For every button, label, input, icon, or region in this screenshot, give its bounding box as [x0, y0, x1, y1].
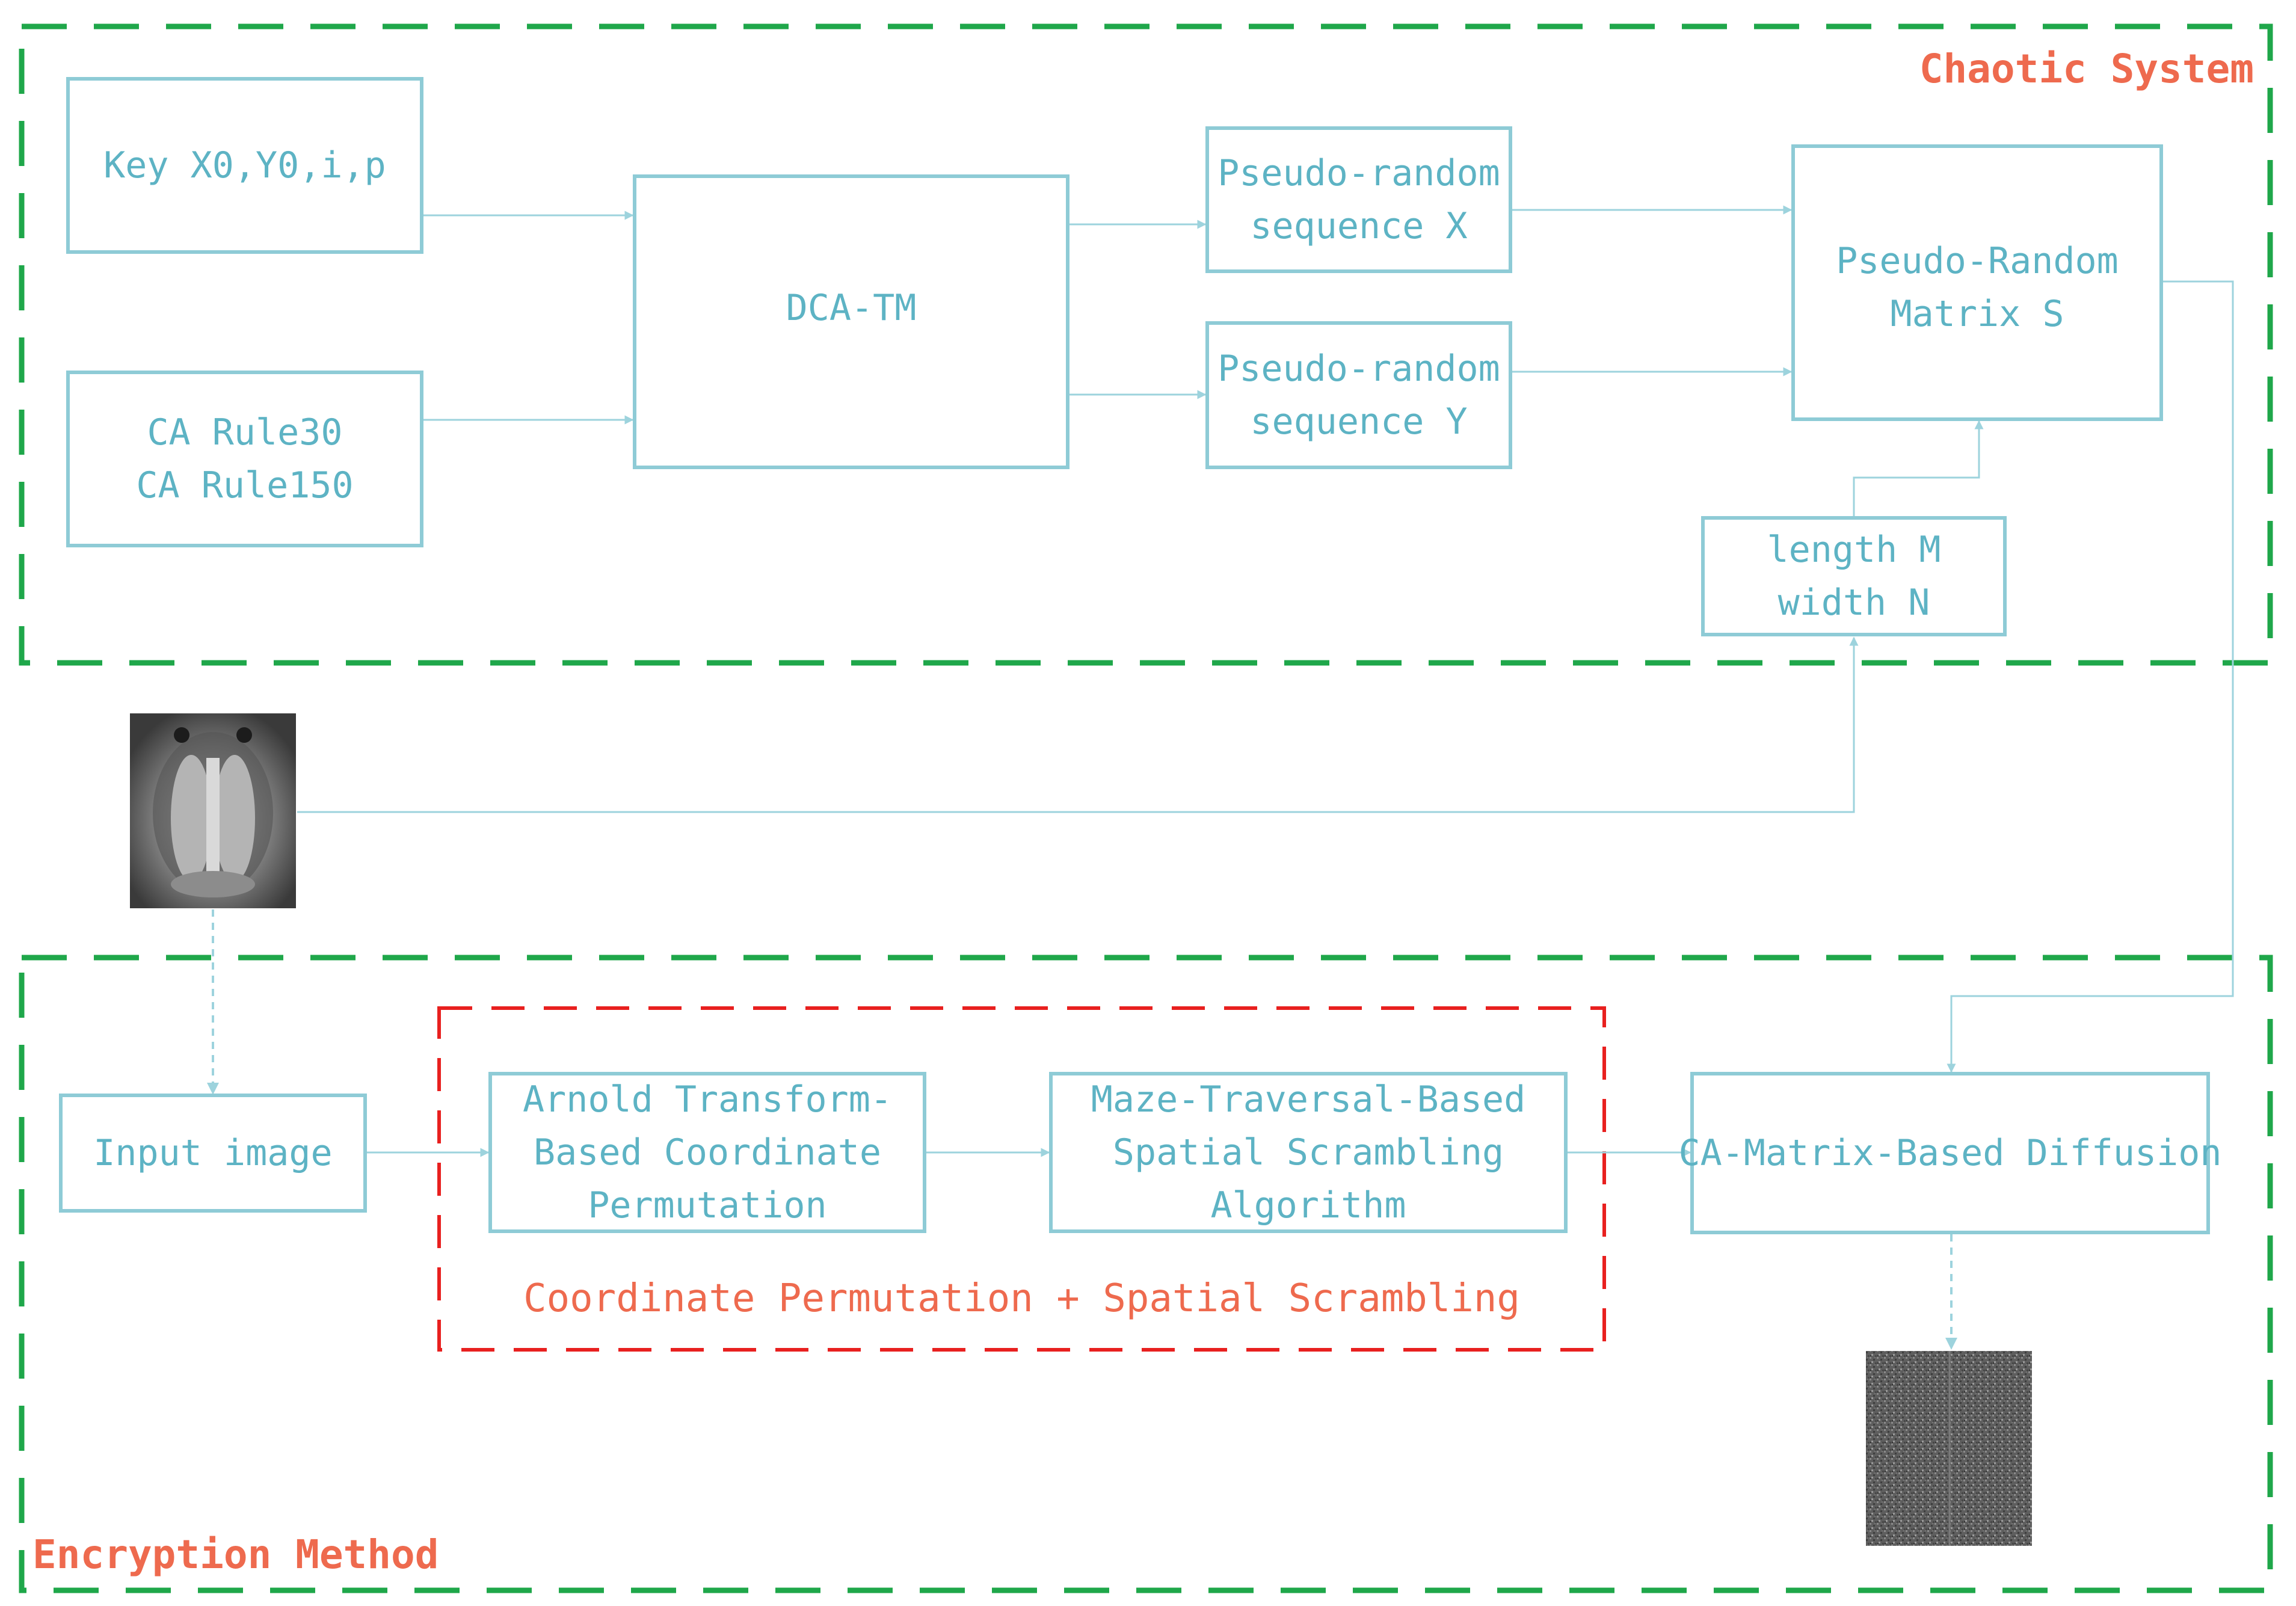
- arnold-transform-box: Arnold Transform- Based Coordinate Permu…: [488, 1072, 926, 1233]
- pseudo-random-sequence-x-box: Pseudo-random sequence X: [1205, 126, 1512, 273]
- mandrill-photo: [130, 713, 296, 908]
- seq-x-line-2: sequence X: [1250, 205, 1468, 247]
- pseudo-random-matrix-box: Pseudo-Random Matrix S: [1791, 144, 2163, 421]
- seq-y-line-2: sequence Y: [1250, 401, 1468, 443]
- seq-x-line-1: Pseudo-random: [1217, 152, 1500, 194]
- arrow-image-to-size: [297, 636, 1859, 813]
- dca-tm-text: DCA-TM: [786, 287, 917, 329]
- diffusion-text: CA-Matrix-Based Diffusion: [1678, 1132, 2222, 1174]
- noise-image: [1866, 1351, 2032, 1546]
- ca-rules-box: CA Rule30 CA Rule150: [66, 371, 423, 547]
- ca-rule-150-text: CA Rule150: [136, 464, 354, 506]
- ca-rule-30-text: CA Rule30: [147, 411, 343, 454]
- image-size-box: length M width N: [1701, 516, 2007, 636]
- maze-traversal-box: Maze-Traversal-Based Spatial Scrambling …: [1049, 1072, 1568, 1233]
- dca-tm-box: DCA-TM: [633, 174, 1070, 469]
- matrix-line-2: Matrix S: [1890, 293, 2064, 335]
- maze-line-1: Maze-Traversal-Based: [1091, 1078, 1526, 1121]
- encryption-method-label: Encryption Method: [32, 1531, 439, 1578]
- permutation-scrambling-group: [437, 1006, 1606, 1352]
- ca-matrix-diffusion-box: CA-Matrix-Based Diffusion: [1678, 1072, 2222, 1234]
- arnold-line-3: Permutation: [588, 1184, 827, 1226]
- maze-line-2: Spatial Scrambling: [1112, 1131, 1504, 1174]
- pseudo-random-sequence-y-box: Pseudo-random sequence Y: [1205, 321, 1512, 469]
- input-image-box: Input image: [59, 1094, 367, 1213]
- width-text: width N: [1777, 582, 1930, 624]
- encryption-method-region: [19, 955, 2273, 1593]
- key-text: Key X0,Y0,i,p: [103, 144, 386, 186]
- arrow-matrix-to-diffusion: [1947, 280, 2234, 1073]
- seq-y-line-1: Pseudo-random: [1217, 348, 1500, 390]
- arnold-line-2: Based Coordinate: [534, 1131, 881, 1174]
- group-label: Coordinate Permutation + Spatial Scrambl…: [523, 1276, 1520, 1321]
- chaotic-system-region: [19, 23, 2273, 666]
- chaotic-system-label: Chaotic System: [1919, 46, 2254, 92]
- maze-line-3: Algorithm: [1210, 1184, 1406, 1226]
- matrix-line-1: Pseudo-Random: [1836, 240, 2119, 282]
- arnold-line-1: Arnold Transform-: [522, 1078, 893, 1121]
- key-box: Key X0,Y0,i,p: [66, 77, 423, 254]
- arrow-size-to-matrix: [1853, 420, 1984, 516]
- length-text: length M: [1767, 529, 1941, 571]
- input-image-text: Input image: [93, 1132, 333, 1174]
